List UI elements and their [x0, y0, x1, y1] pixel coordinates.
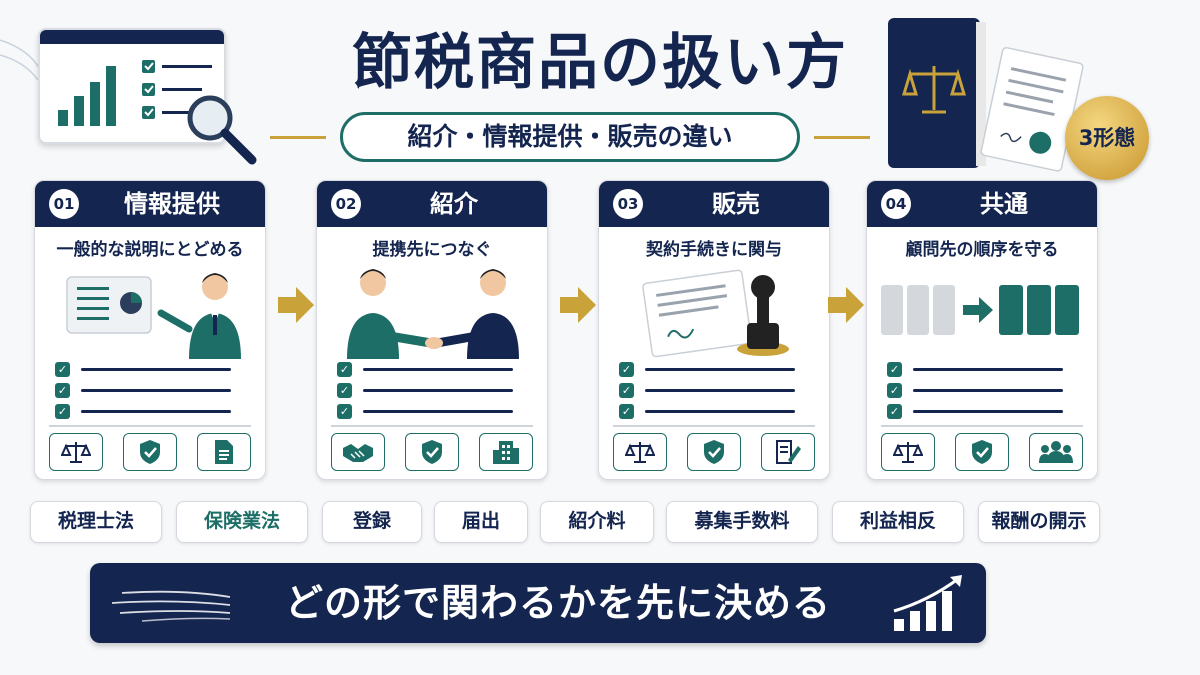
check-icon: ✓ [619, 404, 634, 419]
card-sales: 03 販売 契約手続きに関与 ✓ ✓ ✓ [598, 180, 830, 480]
check-icon: ✓ [337, 383, 352, 398]
card-number: 02 [331, 189, 361, 219]
check-icon: ✓ [887, 383, 902, 398]
conclusion-text: どの形で関わるかを先に決める [284, 581, 831, 625]
tag-item: 報酬の開示 [978, 501, 1100, 543]
checklist: ✓ ✓ ✓ [619, 359, 819, 422]
check-icon: ✓ [887, 362, 902, 377]
card-description: 顧問先の順序を守る [905, 240, 1059, 260]
page-title: 節税商品の扱い方 [352, 28, 848, 98]
tag-item: 登録 [322, 501, 422, 543]
card-number: 04 [881, 189, 911, 219]
check-icon: ✓ [887, 404, 902, 419]
law-book-certificate-illustration [888, 18, 1084, 172]
tag-item: 利益相反 [832, 501, 964, 543]
check-icon: ✓ [619, 383, 634, 398]
card-referral: 02 紹介 提携先につなぐ ✓ ✓ ✓ [316, 180, 548, 480]
card-number: 03 [613, 189, 643, 219]
checklist: ✓ ✓ ✓ [55, 359, 255, 422]
bar-chart-icon [58, 60, 212, 126]
subtitle-left-rule [270, 136, 326, 139]
magnifier-icon [187, 95, 257, 165]
three-forms-seal-badge: 3形態 [1065, 96, 1149, 180]
shield-check-icon [955, 433, 1009, 471]
shield-check-icon [405, 433, 459, 471]
checklist: ✓ ✓ ✓ [887, 359, 1087, 422]
check-icon: ✓ [55, 362, 70, 377]
speed-lines-icon [112, 590, 231, 622]
card-number: 01 [49, 189, 79, 219]
card-description: 契約手続きに関与 [646, 240, 782, 260]
check-icon: ✓ [55, 383, 70, 398]
order-sequence-illustration [881, 285, 1079, 335]
subtitle-block: 紹介・情報提供・販売の違い [270, 112, 870, 162]
card-title: 紹介 [430, 190, 478, 218]
check-icon: ✓ [337, 404, 352, 419]
check-icon: ✓ [619, 362, 634, 377]
scale-icon [613, 433, 667, 471]
contract-stamp-illustration [642, 269, 789, 358]
arrow-right-icon [828, 287, 864, 323]
check-icon: ✓ [55, 404, 70, 419]
rising-chart-icon [893, 575, 962, 631]
card-description: 提携先につなぐ [372, 240, 492, 260]
arrow-right-icon [278, 287, 314, 323]
card-title: 共通 [980, 190, 1028, 218]
scale-icon [49, 433, 103, 471]
subtitle-right-rule [814, 136, 870, 139]
checklist: ✓ ✓ ✓ [337, 359, 537, 422]
tag-item: 紹介料 [540, 501, 654, 543]
edit-document-icon [761, 433, 815, 471]
keyword-tags: 税理士法 保険業法 登録 届出 紹介料 募集手数料 利益相反 報酬の開示 [30, 501, 1170, 543]
check-icon: ✓ [337, 362, 352, 377]
building-icon [479, 433, 533, 471]
tag-item: 保険業法 [176, 501, 308, 543]
subtitle-pill: 紹介・情報提供・販売の違い [340, 112, 800, 162]
card-information: 01 情報提供 一般的な説明にとどめる ✓ ✓ ✓ [34, 180, 266, 480]
tag-item: 募集手数料 [666, 501, 818, 543]
tag-item: 届出 [434, 501, 528, 543]
tag-item: 税理士法 [30, 501, 162, 543]
people-icon [1029, 433, 1083, 471]
shield-check-icon [687, 433, 741, 471]
scale-icon [881, 433, 935, 471]
handshake-icon [331, 433, 385, 471]
shield-check-icon [123, 433, 177, 471]
conclusion-banner: どの形で関わるかを先に決める [90, 563, 986, 643]
arrow-right-icon [560, 287, 596, 323]
presenter-illustration [66, 273, 241, 359]
document-icon [197, 433, 251, 471]
handshake-illustration [347, 269, 519, 359]
card-title: 情報提供 [124, 190, 220, 218]
card-description: 一般的な説明にとどめる [56, 240, 244, 260]
card-title: 販売 [712, 190, 760, 218]
card-common: 04 共通 顧問先の順序を守る ✓ ✓ ✓ [866, 180, 1098, 480]
decorative-lines [0, 39, 40, 81]
